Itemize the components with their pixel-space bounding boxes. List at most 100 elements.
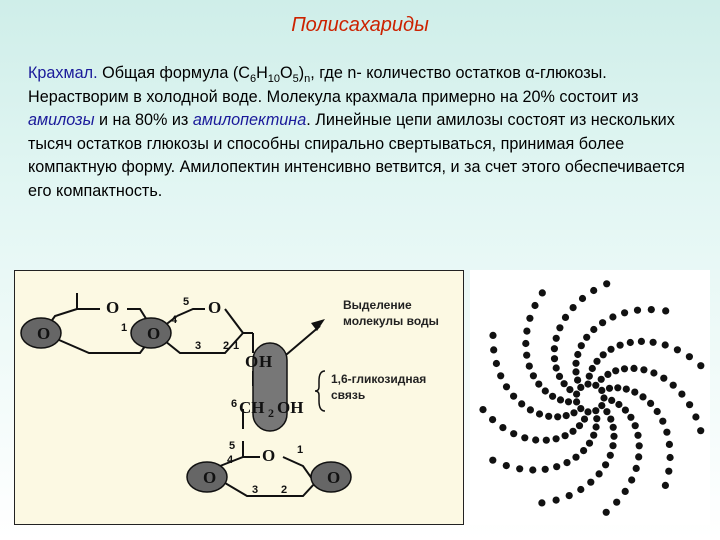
glucose-bead (634, 431, 642, 439)
glucose-bead (602, 461, 610, 469)
glucose-bead (556, 324, 564, 332)
glucose-bead (550, 345, 558, 353)
glucose-bead (578, 294, 587, 303)
glucose-bead (523, 327, 531, 335)
glucose-bead (653, 407, 661, 416)
glucose-bead (603, 280, 611, 288)
amylopectin-branching-illustration (470, 270, 710, 525)
glucose-bead (637, 337, 645, 345)
glucose-bead (697, 427, 705, 435)
glucose-bead (621, 309, 629, 317)
starch-description: Крахмал. Общая формула (С6Н10О5)n, где n… (28, 64, 685, 200)
glucose-bead (649, 338, 657, 346)
svg-text:O: O (245, 352, 258, 371)
term-amylopectin: амилопектина (192, 111, 307, 129)
glucose-bead (685, 353, 693, 361)
glucose-bead (563, 459, 571, 467)
glucose-bead (532, 436, 540, 444)
glucose-bead (665, 440, 673, 448)
glucose-bead (574, 376, 582, 384)
glucose-bead (535, 380, 543, 388)
glucose-bead (565, 492, 573, 500)
glucose-bead (569, 427, 577, 435)
glucose-bead (635, 453, 643, 461)
svg-text:5: 5 (183, 296, 189, 308)
glucose-bead (577, 342, 585, 350)
glucose-bead (529, 466, 537, 474)
glucose-bead (640, 366, 648, 374)
glucose-bead (621, 487, 629, 495)
svg-text:1: 1 (121, 322, 127, 334)
glucose-bead (659, 417, 667, 425)
glucose-bead (577, 405, 585, 413)
glucose-bead (600, 394, 608, 402)
svg-text:1: 1 (233, 340, 239, 352)
svg-text:3: 3 (195, 340, 201, 352)
glucose-bead (609, 423, 617, 431)
glucose-bead (599, 351, 607, 359)
svg-text:OH: OH (277, 398, 303, 417)
glucose-bead (647, 399, 655, 407)
slide-title: Полисахариды (291, 14, 429, 36)
glucose-bead (489, 331, 497, 339)
glucose-bead (628, 476, 636, 484)
glucose-bead (606, 451, 614, 459)
glucose-bead (545, 412, 553, 420)
svg-text:5: 5 (229, 440, 235, 452)
glucose-bead (663, 428, 671, 436)
glucose-bead (608, 396, 616, 404)
glucose-bead (632, 464, 640, 472)
callout-water-line1: Выделение (343, 298, 412, 312)
glucose-bead (585, 372, 593, 380)
glucose-bead (580, 447, 588, 455)
glucose-bead (499, 424, 507, 432)
glucose-bead (585, 439, 594, 447)
svg-text:O: O (208, 298, 221, 317)
glucose-bead (573, 390, 581, 398)
glucose-bead (626, 338, 634, 347)
water-capsule (252, 342, 288, 432)
glucose-bead (602, 508, 610, 516)
glucose-bead (570, 409, 578, 417)
glucose-bead (550, 355, 559, 363)
glucose-bead (572, 453, 580, 461)
svg-text:O: O (37, 324, 50, 343)
glucose-bead (535, 410, 544, 418)
glucose-bead (593, 415, 601, 423)
glucose-bead (662, 307, 670, 315)
glucose-bead (595, 470, 603, 478)
glucose-bead (564, 398, 573, 406)
glucose-bead (552, 435, 560, 443)
glucose-bead (531, 301, 539, 310)
glucose-bead (633, 306, 642, 314)
bottom-right-blob (310, 461, 352, 493)
glucose-bead (620, 365, 629, 373)
glucose-bead (541, 387, 549, 395)
glucose-bead (502, 462, 510, 470)
glucose-bead (635, 442, 643, 450)
glucose-bead (523, 351, 531, 359)
glucose-bead (489, 416, 497, 424)
glucose-bead (583, 333, 591, 341)
glucose-bead (697, 362, 705, 370)
glucose-bead (554, 413, 562, 421)
glucose-bead (552, 334, 560, 342)
glucose-bead (650, 369, 658, 377)
glucose-bead (502, 383, 511, 391)
glucose-bead (660, 374, 668, 382)
glucose-bead (577, 383, 585, 391)
svg-text:H: H (259, 352, 272, 371)
glucose-bead (592, 381, 600, 389)
glucose-bead (561, 313, 570, 321)
glucose-bead (630, 364, 638, 372)
svg-text:O: O (106, 298, 119, 317)
glucose-bead (577, 485, 585, 494)
glucose-bead (510, 430, 518, 438)
svg-text:O: O (147, 324, 160, 343)
glucose-bead (607, 415, 615, 423)
glucose-bead (492, 359, 500, 368)
svg-text:2: 2 (268, 406, 274, 420)
svg-text:O: O (203, 468, 216, 487)
glucose-bead (510, 392, 518, 400)
callout-bond-line2: связь (331, 388, 365, 402)
